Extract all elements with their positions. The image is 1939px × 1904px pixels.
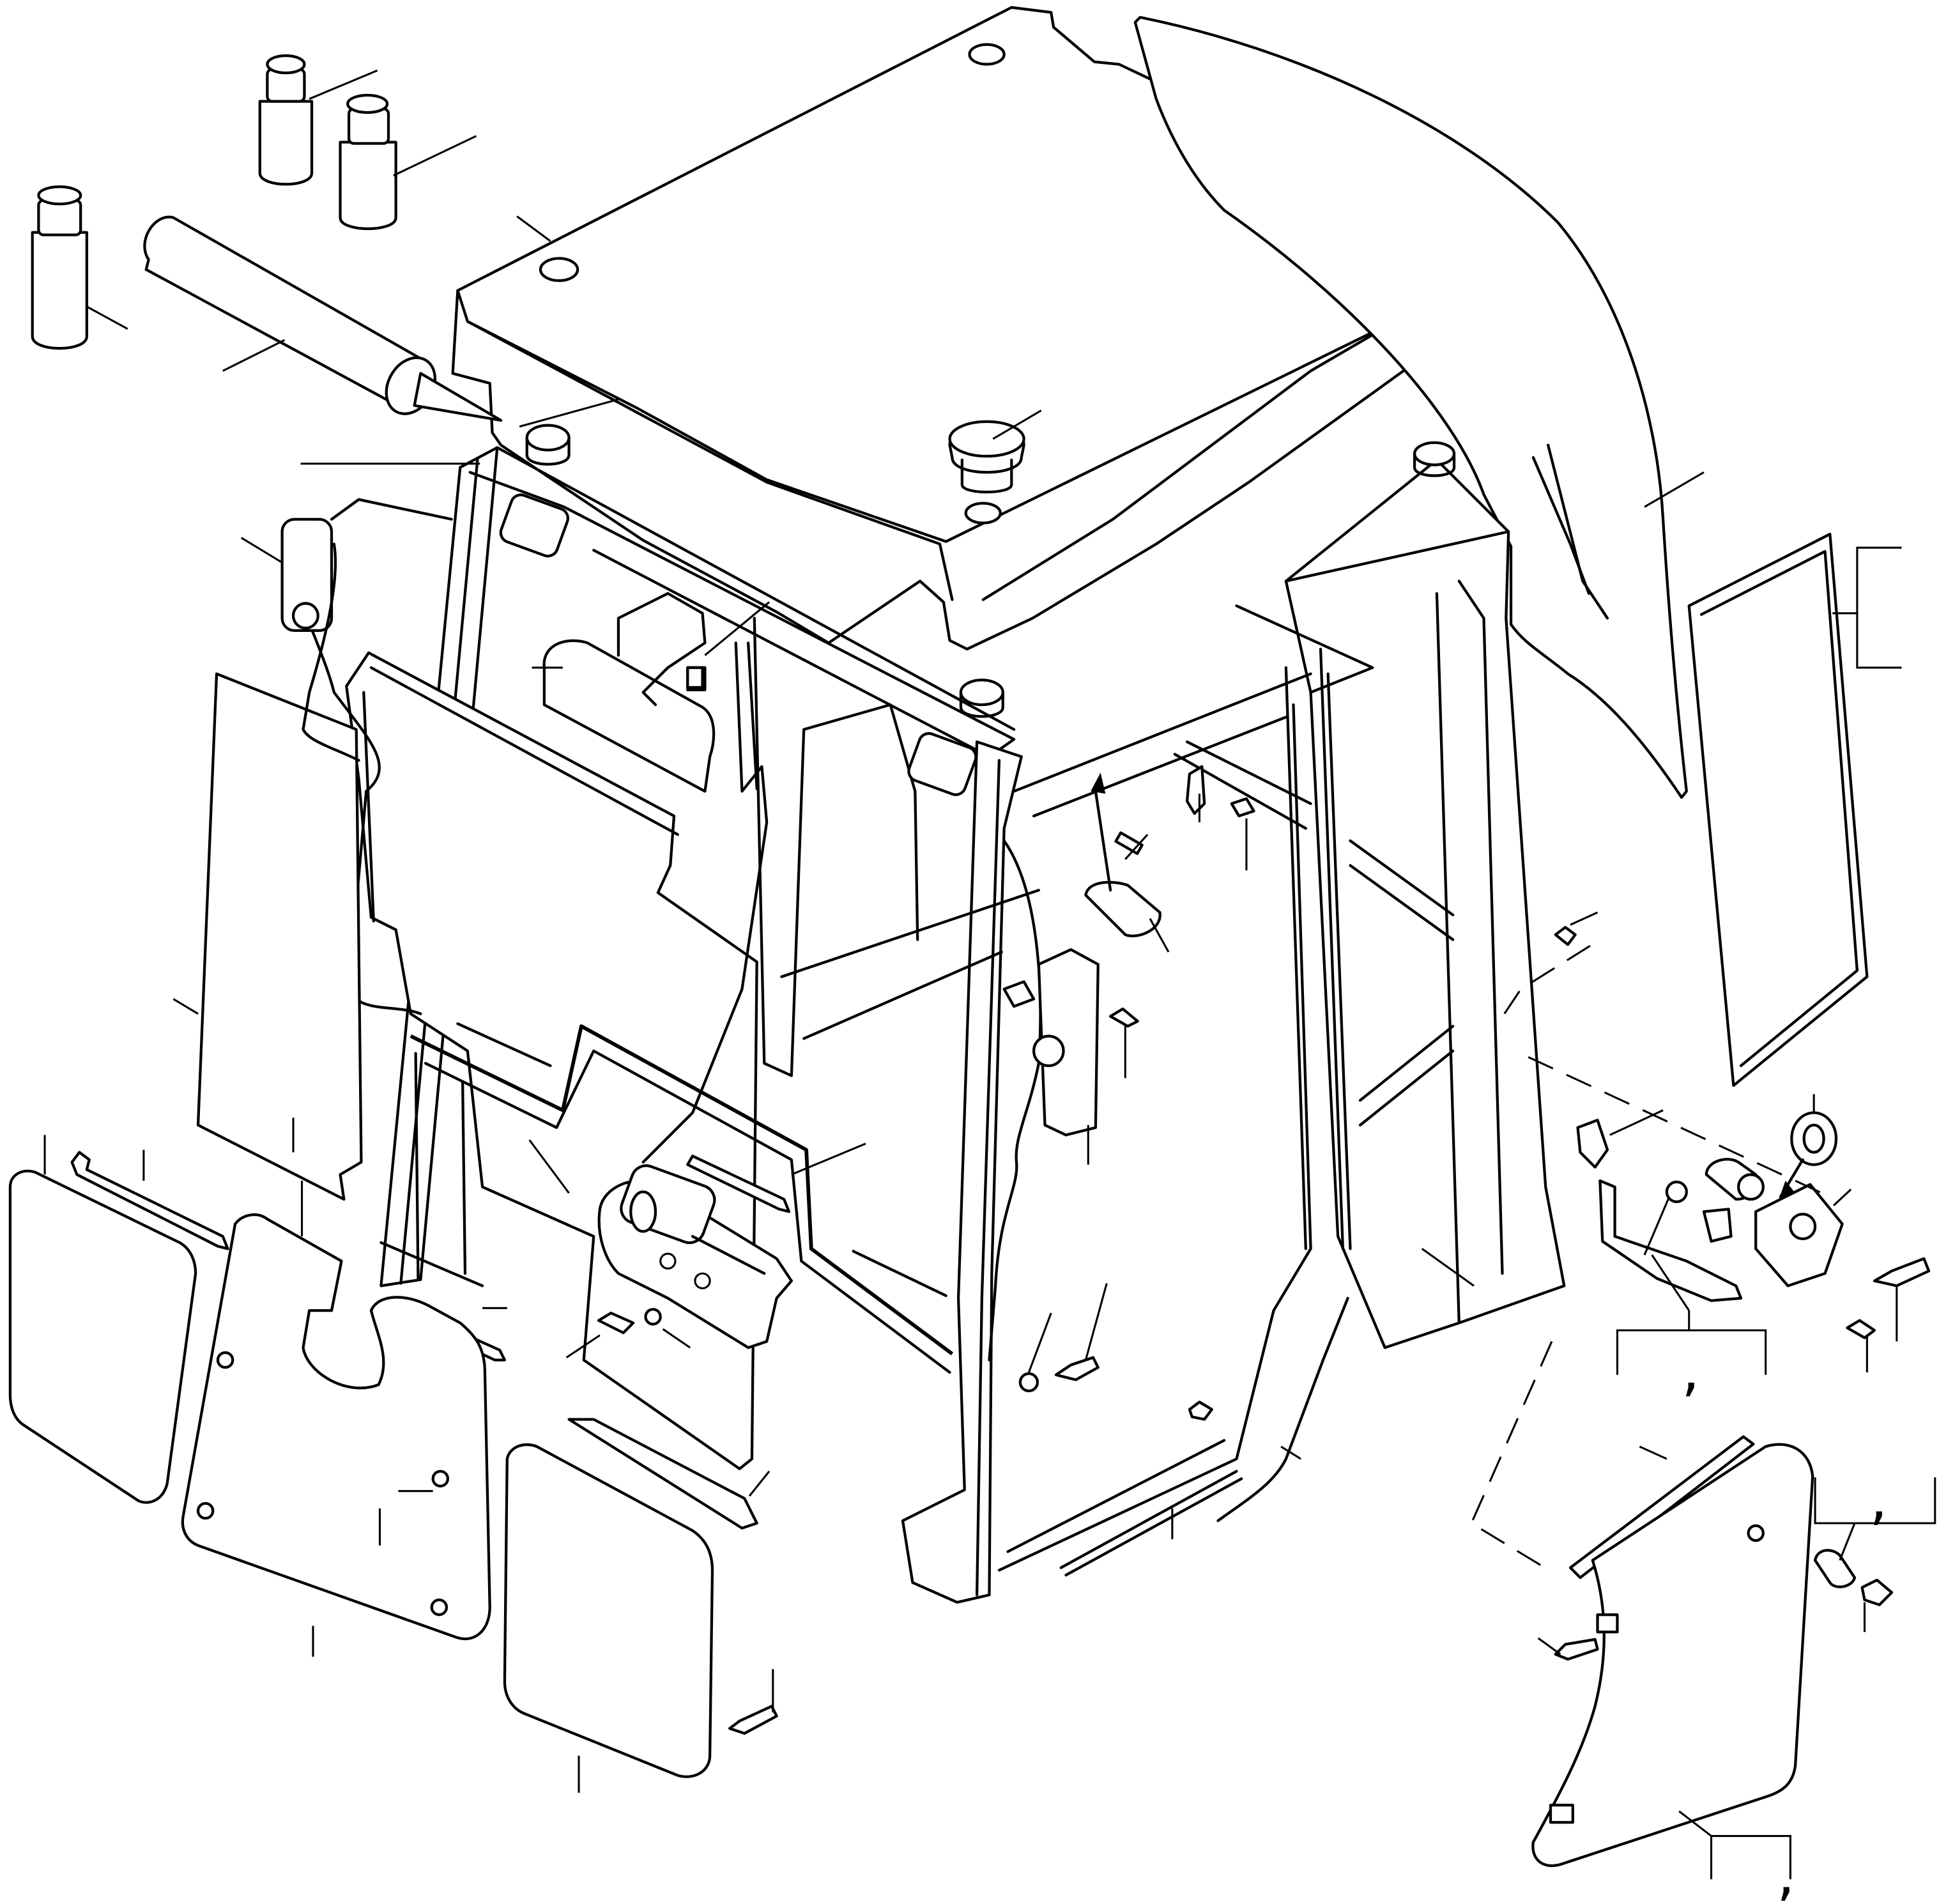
door-lock-mechanism bbox=[597, 1164, 793, 1349]
callout-leaders bbox=[43, 69, 1936, 1880]
roof-hole-4 bbox=[964, 502, 1002, 525]
callout-comma-3: , bbox=[1777, 1841, 1795, 1904]
adhesive-bottle-1 bbox=[258, 54, 314, 186]
door-seal-cable bbox=[641, 641, 1042, 1362]
callout-comma-1: , bbox=[1682, 1337, 1699, 1403]
roof-hole-2 bbox=[539, 257, 579, 282]
trim-panel-left-center bbox=[181, 1213, 491, 1641]
trim-panel-left-front bbox=[8, 1169, 197, 1504]
rear-shroud bbox=[1133, 15, 1688, 799]
dashed-assembly-lines bbox=[1470, 945, 1830, 1574]
roof-hole-1 bbox=[968, 43, 1006, 66]
sealant-cartridge bbox=[143, 215, 503, 422]
adhesive-bottle-3 bbox=[31, 185, 88, 350]
callout-comma-2: , bbox=[1869, 1465, 1887, 1532]
left-window-profile bbox=[379, 1022, 954, 1374]
left-door-glass bbox=[196, 672, 363, 1201]
trim-panel-left-rear bbox=[503, 1443, 714, 1778]
latch-bracket bbox=[1002, 765, 1206, 1008]
roof-plug bbox=[948, 420, 1025, 494]
fasteners bbox=[360, 666, 1931, 1735]
right-side-glass bbox=[1687, 532, 1869, 1087]
trim-panel-right bbox=[1531, 1443, 1814, 1868]
door-catch-plate bbox=[1032, 948, 1100, 1137]
handle-assembly bbox=[1576, 1111, 1844, 1302]
adhesive-bottle-2 bbox=[339, 93, 397, 231]
mirror-arm bbox=[280, 498, 453, 762]
